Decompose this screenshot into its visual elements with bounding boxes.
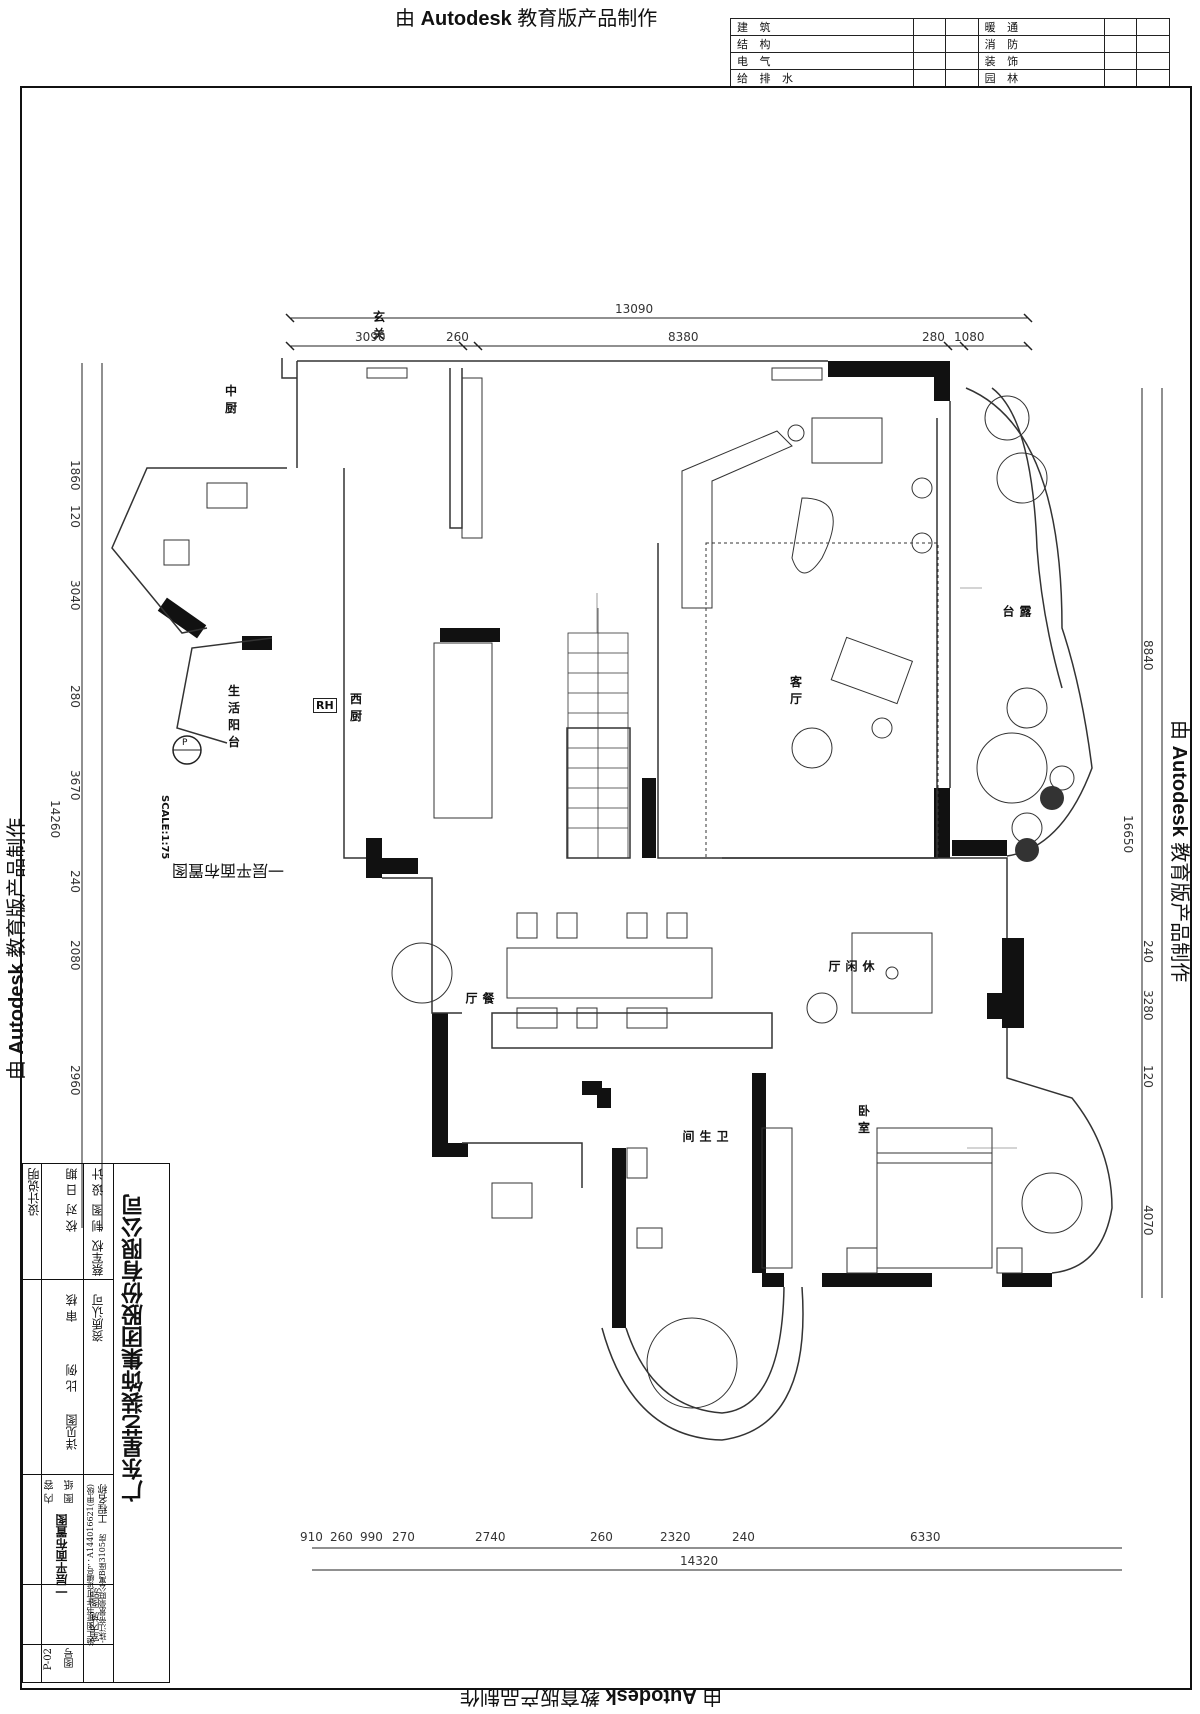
dim-top-part: 280 bbox=[922, 330, 945, 344]
discipline-table: 建 筑 暖 通 结 构 消 防 电 气 装 饰 给 排 水 园 林 bbox=[730, 18, 1170, 87]
room-label-bath: 卫生间 bbox=[681, 1130, 729, 1142]
room-label-lounge: 休闲厅 bbox=[827, 960, 875, 972]
title-block-detail-label: 详见图 bbox=[65, 1414, 79, 1450]
title-block-project-label: 工程名称 bbox=[99, 1484, 110, 1524]
dim-left-part: 2960 bbox=[68, 1065, 82, 1096]
dim-left-part: 120 bbox=[68, 505, 82, 528]
title-block-qual-label: 资质认可 bbox=[91, 1294, 105, 1342]
title-block: 广东星艺装饰集团股份有限公司 设计说明 设 计 制 图 蔡军权 校 对 日 期 … bbox=[22, 1163, 170, 1683]
dim-right-total: 16650 bbox=[1121, 815, 1135, 854]
title-block-sheet-title: 一层平面布置图 bbox=[55, 1514, 69, 1598]
discipline-cell: 园 林 bbox=[977, 69, 1105, 87]
drawing-frame bbox=[20, 86, 1192, 1690]
watermark-top: 由 Autodesk 教育版产品制作 bbox=[395, 8, 658, 30]
section-marker: P bbox=[182, 738, 188, 748]
drawing-title: 一层平面布置图 bbox=[172, 861, 285, 880]
title-block-scale-label: 比 例 bbox=[65, 1364, 79, 1392]
dim-bottom-part: 6330 bbox=[910, 1530, 941, 1544]
title-block-category-label: 图别 bbox=[91, 1588, 102, 1608]
room-label-terrace: 露台 bbox=[1001, 605, 1032, 617]
room-label-balcony: 生活阳台 bbox=[228, 684, 241, 749]
title-block-sheet-label: 图 纸 bbox=[65, 1480, 76, 1504]
discipline-cell: 建 筑 bbox=[730, 18, 914, 36]
dim-top-part: 260 bbox=[446, 330, 469, 344]
title-block-row-label: 日 期 bbox=[65, 1168, 79, 1196]
label-rh: RH bbox=[313, 698, 337, 713]
title-block-design-label: 设计说明 bbox=[27, 1168, 41, 1216]
dim-top-total: 13090 bbox=[615, 302, 654, 316]
title-block-company: 广东星艺装饰集团股份有限公司 bbox=[121, 1194, 147, 1502]
title-block-row-label: 制 图 bbox=[91, 1204, 105, 1232]
discipline-cell: 结 构 bbox=[730, 35, 914, 53]
title-block-audit-label: 审 核 bbox=[65, 1294, 79, 1322]
dim-top-part: 3090 bbox=[355, 330, 386, 344]
room-label-living: 客厅 bbox=[790, 675, 803, 706]
dim-left-part: 1860 bbox=[68, 460, 82, 491]
title-block-row-label: 设 计 bbox=[91, 1168, 105, 1196]
dim-bottom-part: 910 bbox=[300, 1530, 323, 1544]
dim-right-part: 240 bbox=[1141, 940, 1155, 963]
dim-bottom-part: 2320 bbox=[660, 1530, 691, 1544]
discipline-cell: 装 饰 bbox=[977, 52, 1105, 70]
dim-left-part: 2080 bbox=[68, 940, 82, 971]
title-block-row-value: 蔡军权 bbox=[91, 1240, 105, 1276]
dim-top-part: 1080 bbox=[954, 330, 985, 344]
dim-left-total: 14260 bbox=[48, 800, 62, 839]
dim-bottom-part: 240 bbox=[732, 1530, 755, 1544]
dim-right-part: 120 bbox=[1141, 1065, 1155, 1088]
dim-bottom-part: 260 bbox=[330, 1530, 353, 1544]
room-label-dining: 餐厅 bbox=[464, 992, 495, 1004]
room-label-western-kitchen: 西厨 bbox=[350, 692, 363, 723]
dim-bottom-part: 270 bbox=[392, 1530, 415, 1544]
dim-right-part: 4070 bbox=[1141, 1205, 1155, 1236]
title-block-number-label: 图号 bbox=[65, 1648, 76, 1668]
title-block-number-value: P-02 bbox=[43, 1648, 54, 1671]
dim-right-part: 3280 bbox=[1141, 990, 1155, 1021]
dim-bottom-part: 2740 bbox=[475, 1530, 506, 1544]
room-label-entry: 玄关 bbox=[373, 310, 386, 341]
dim-bottom-part: 260 bbox=[590, 1530, 613, 1544]
dim-left-part: 240 bbox=[68, 870, 82, 893]
title-block-content-label: 内 容 bbox=[45, 1480, 56, 1504]
discipline-cell: 暖 通 bbox=[977, 18, 1105, 36]
dim-left-part: 3040 bbox=[68, 580, 82, 611]
discipline-cell: 电 气 bbox=[730, 52, 914, 70]
dim-bottom-part: 990 bbox=[360, 1530, 383, 1544]
dim-top-part: 8380 bbox=[668, 330, 699, 344]
title-block-row-label: 校 对 bbox=[65, 1204, 79, 1232]
discipline-cell: 消 防 bbox=[977, 35, 1105, 53]
drawing-scale: SCALE:1:75 bbox=[159, 795, 170, 860]
room-label-kitchen: 中厨 bbox=[225, 384, 238, 415]
dim-left-part: 280 bbox=[68, 685, 82, 708]
dim-left-part: 3670 bbox=[68, 770, 82, 801]
dim-right-part: 8840 bbox=[1141, 640, 1155, 671]
room-label-bedroom: 卧室 bbox=[858, 1104, 871, 1135]
floor-plan bbox=[81, 313, 1163, 1571]
title-block-category-value: 室内施 bbox=[91, 1612, 102, 1642]
discipline-cell: 给 排 水 bbox=[730, 69, 914, 87]
dim-bottom-total: 14320 bbox=[680, 1554, 719, 1568]
